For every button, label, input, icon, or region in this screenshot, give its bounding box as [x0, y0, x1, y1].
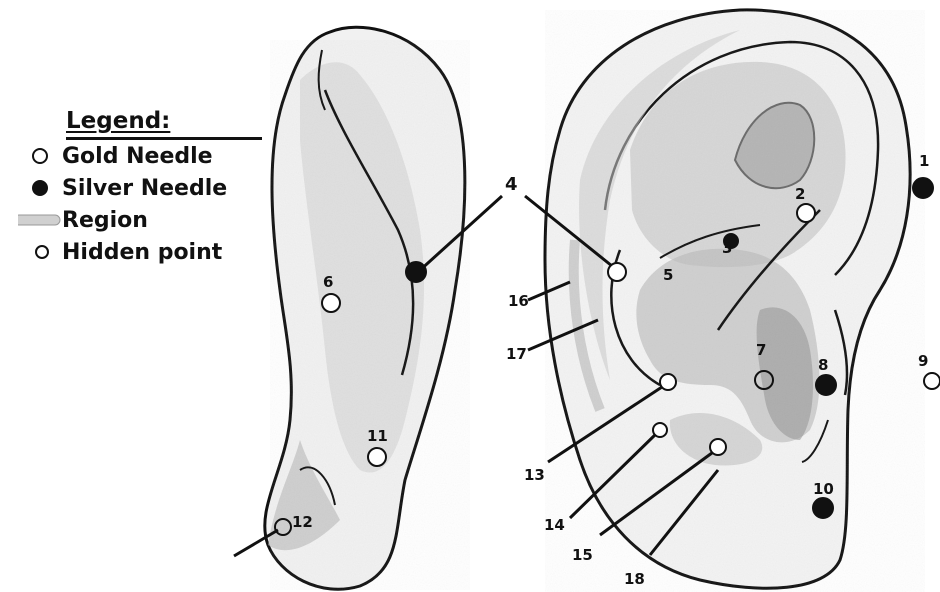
small-open-circle-icon	[18, 238, 62, 266]
label-2: 2	[795, 185, 805, 203]
gold-needle-point-6	[322, 294, 340, 312]
label-1: 1	[919, 152, 929, 170]
gold-needle-point-13	[660, 374, 676, 390]
label-8: 8	[818, 356, 828, 374]
legend-item-gold-needle: Gold Needle	[18, 142, 213, 170]
label-15: 15	[572, 546, 593, 564]
label-9: 9	[918, 352, 928, 370]
front-of-ear	[545, 10, 925, 592]
label-10: 10	[813, 480, 834, 498]
legend-label-hidden-point: Hidden point	[62, 240, 222, 265]
label-16: 16	[508, 292, 529, 310]
legend-item-silver-needle: Silver Needle	[18, 174, 227, 202]
label-6: 6	[323, 273, 333, 291]
gold-needle-point-14	[653, 423, 667, 437]
legend-label-region: Region	[62, 208, 148, 233]
silver-needle-point-10	[813, 498, 833, 518]
legend-item-hidden-point: Hidden point	[18, 238, 222, 266]
label-13: 13	[524, 466, 545, 484]
legend-title: Legend:	[66, 108, 170, 134]
open-circle-icon	[18, 142, 62, 170]
legend-label-silver-needle: Silver Needle	[62, 176, 227, 201]
label-17: 17	[506, 345, 527, 363]
label-4: 4	[505, 174, 518, 195]
gold-needle-point-4-front	[608, 263, 626, 281]
silver-needle-point-4-back	[406, 262, 426, 282]
back-of-ear	[265, 27, 470, 590]
gold-needle-point-2	[797, 204, 815, 222]
silver-needle-point-8	[816, 375, 836, 395]
label-11: 11	[367, 427, 388, 445]
label-7: 7	[756, 341, 766, 359]
label-12: 12	[292, 513, 313, 531]
gold-needle-point-9	[924, 373, 940, 389]
silver-needle-point-1	[913, 178, 933, 198]
gold-needle-point-11	[368, 448, 386, 466]
region-band-icon	[18, 206, 62, 234]
legend-label-gold-needle: Gold Needle	[62, 144, 213, 169]
label-18: 18	[624, 570, 645, 588]
label-5: 5	[663, 266, 673, 284]
legend-item-region: Region	[18, 206, 148, 234]
gold-needle-point-15	[710, 439, 726, 455]
label-14: 14	[544, 516, 565, 534]
legend-underline	[66, 137, 262, 140]
filled-circle-icon	[18, 174, 62, 202]
label-3: 3	[722, 239, 732, 257]
